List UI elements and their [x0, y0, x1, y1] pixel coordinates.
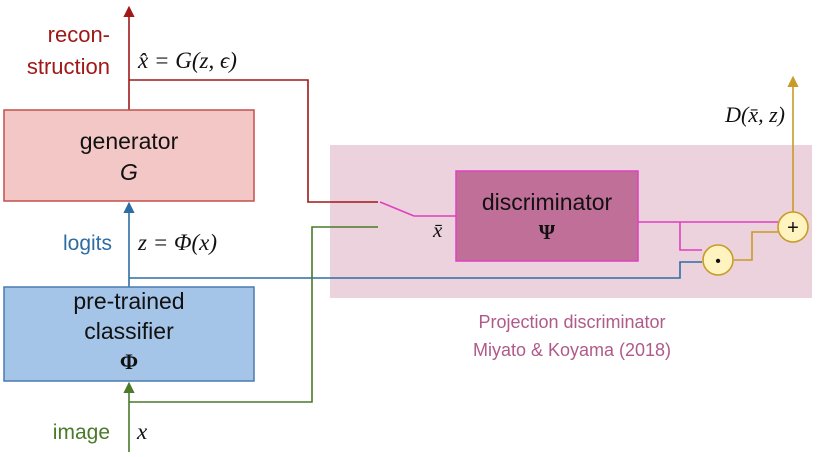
z-wire: [129, 261, 702, 279]
z-equation: z = Φ(x): [137, 230, 217, 255]
logits-label: logits: [63, 232, 112, 255]
dot-operator: [702, 244, 734, 276]
generator-block: [3, 109, 255, 202]
projection-title: Projection discriminator: [478, 312, 665, 332]
x-bar-label: x̄: [432, 218, 443, 242]
dot-symbol: •: [715, 253, 721, 270]
discriminator-title: discriminator: [482, 189, 613, 215]
plus-operator: [777, 211, 809, 243]
discriminator-symbol: Ψ: [539, 220, 556, 244]
projection-citation: Miyato & Koyama (2018): [473, 340, 671, 360]
classifier-title-line2: classifier: [84, 318, 174, 344]
plus-symbol: +: [787, 217, 799, 239]
x-hat-wire: [129, 79, 378, 203]
input-switch: [379, 201, 415, 217]
discriminator-block: [455, 170, 639, 262]
image-label: image: [53, 421, 110, 444]
reconstruction-label-line2: struction: [27, 54, 110, 79]
image-wire: [129, 226, 378, 403]
discriminator-output-label: D(x̄, z): [724, 102, 785, 127]
reconstruction-label-line1: recon-: [48, 22, 110, 47]
x-input-label: x: [136, 419, 148, 444]
classifier-title-line1: pre-trained: [73, 288, 184, 314]
classifier-block: [3, 286, 255, 382]
generator-title: generator: [80, 128, 179, 154]
dot-to-plus-wire: [734, 231, 778, 261]
x-hat-equation: x̂ = G(z, ϵ): [137, 48, 237, 73]
classifier-symbol: Φ: [120, 349, 138, 374]
psi-to-dot-wire: [679, 222, 702, 251]
generator-symbol: G: [120, 159, 138, 185]
